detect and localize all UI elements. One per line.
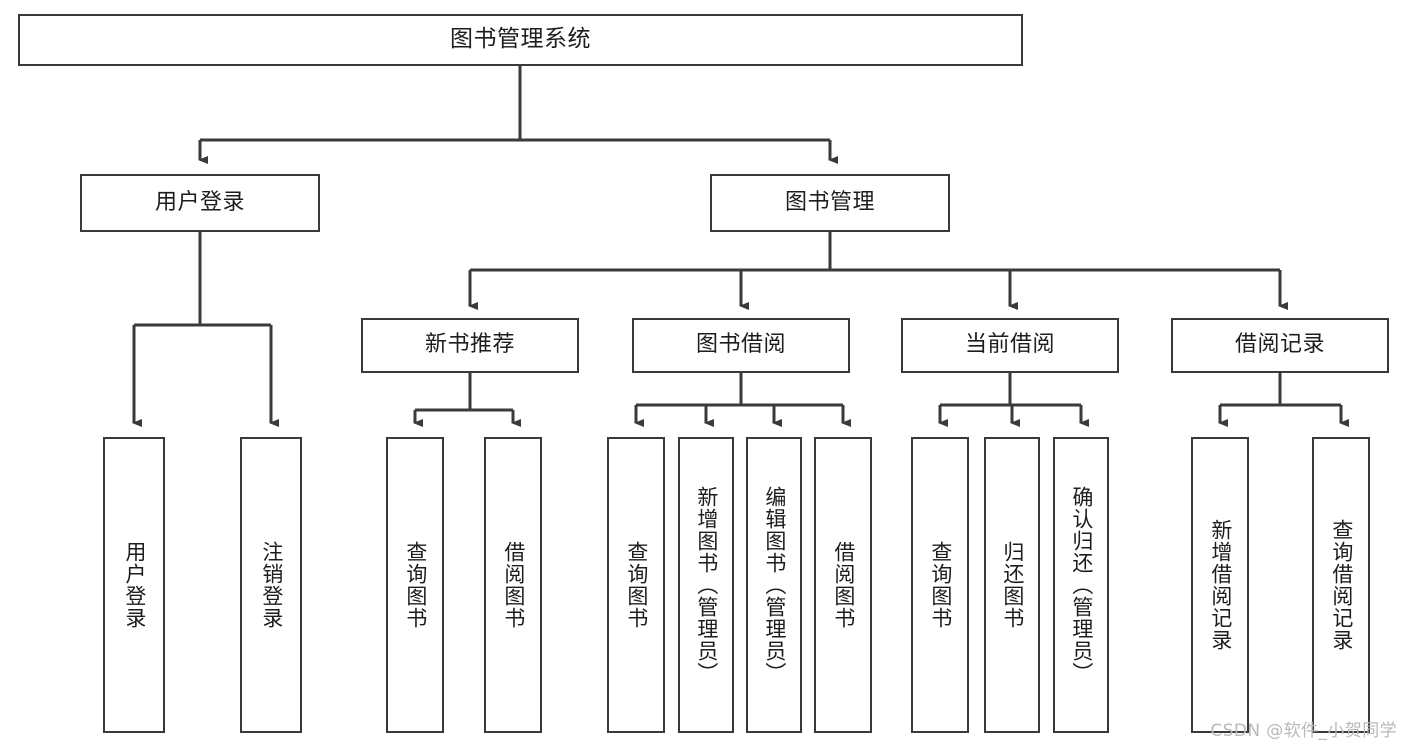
node-leaf-rec-query-label: 查询图书 <box>403 541 428 629</box>
node-leaf-bb-add[interactable]: 新增图书（管理员） <box>678 437 734 733</box>
node-book-manage[interactable]: 图书管理 <box>710 174 950 232</box>
node-leaf-bb-query-label: 查询图书 <box>624 541 649 629</box>
node-leaf-bb-borrow-label: 借阅图书 <box>831 541 856 629</box>
node-borrow-record[interactable]: 借阅记录 <box>1171 318 1389 373</box>
node-new-book-rec[interactable]: 新书推荐 <box>361 318 579 373</box>
node-new-book-rec-label: 新书推荐 <box>424 332 515 358</box>
node-user-login[interactable]: 用户登录 <box>80 174 320 232</box>
node-leaf-bb-borrow[interactable]: 借阅图书 <box>814 437 872 733</box>
node-leaf-cb-query[interactable]: 查询图书 <box>911 437 969 733</box>
node-leaf-rec-borrow[interactable]: 借阅图书 <box>484 437 542 733</box>
node-leaf-user-login[interactable]: 用户登录 <box>103 437 165 733</box>
node-leaf-logout-label: 注销登录 <box>259 541 284 629</box>
node-root-label: 图书管理系统 <box>450 26 591 53</box>
node-leaf-bb-query[interactable]: 查询图书 <box>607 437 665 733</box>
node-root-title[interactable]: 图书管理系统 <box>18 14 1023 66</box>
node-current-borrow[interactable]: 当前借阅 <box>901 318 1119 373</box>
node-book-borrow[interactable]: 图书借阅 <box>632 318 850 373</box>
node-leaf-logout[interactable]: 注销登录 <box>240 437 302 733</box>
node-leaf-cb-confirm[interactable]: 确认归还（管理员） <box>1053 437 1109 733</box>
node-leaf-br-query[interactable]: 查询借阅记录 <box>1312 437 1370 733</box>
node-leaf-cb-confirm-label: 确认归还（管理员） <box>1069 486 1094 684</box>
node-leaf-br-add[interactable]: 新增借阅记录 <box>1191 437 1249 733</box>
node-leaf-bb-add-label: 新增图书（管理员） <box>694 486 719 684</box>
csdn-watermark: CSDN @软件_小贺同学 <box>1210 721 1397 741</box>
node-leaf-br-query-label: 查询借阅记录 <box>1329 519 1354 651</box>
node-leaf-rec-borrow-label: 借阅图书 <box>501 541 526 629</box>
node-current-borrow-label: 当前借阅 <box>964 332 1055 358</box>
node-leaf-cb-return-label: 归还图书 <box>1000 541 1025 629</box>
node-book-manage-label: 图书管理 <box>784 189 875 215</box>
node-leaf-bb-edit[interactable]: 编辑图书（管理员） <box>746 437 802 733</box>
node-user-login-label: 用户登录 <box>154 189 245 215</box>
node-leaf-cb-query-label: 查询图书 <box>928 541 953 629</box>
node-borrow-record-label: 借阅记录 <box>1234 332 1325 358</box>
node-leaf-user-login-label: 用户登录 <box>122 541 147 629</box>
node-leaf-rec-query[interactable]: 查询图书 <box>386 437 444 733</box>
node-book-borrow-label: 图书借阅 <box>695 332 786 358</box>
node-leaf-cb-return[interactable]: 归还图书 <box>984 437 1040 733</box>
node-leaf-br-add-label: 新增借阅记录 <box>1208 519 1233 651</box>
node-leaf-bb-edit-label: 编辑图书（管理员） <box>762 486 787 684</box>
